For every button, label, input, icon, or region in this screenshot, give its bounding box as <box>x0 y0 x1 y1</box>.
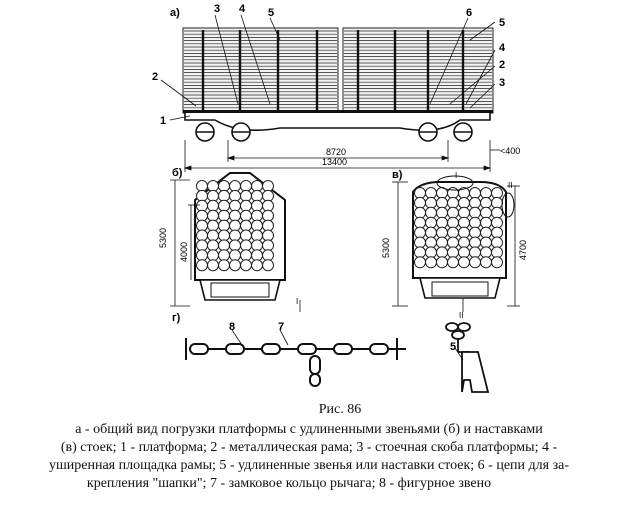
cross-section-b: б) 5300 4000 I <box>158 167 301 312</box>
callout-3-right: 3 <box>499 77 505 89</box>
roman-2-detail: II <box>459 311 463 320</box>
dim-overall: 13400 <box>322 157 347 167</box>
roman-1-b: I <box>296 297 298 306</box>
callout-leaders <box>160 14 496 121</box>
dim-load-b: 4000 <box>179 242 189 262</box>
caption-line-2: (в) стоек; 1 - платформа; 2 - металличес… <box>60 440 558 455</box>
callout-2-left: 2 <box>152 71 158 83</box>
dim-load-v: 4700 <box>518 240 528 260</box>
roman-2-v: II <box>508 181 512 190</box>
callout-5-left: 5 <box>268 7 274 19</box>
chain-view: г) 8 7 <box>172 312 406 387</box>
log-stack-left <box>182 27 339 114</box>
view-a-label: а) <box>170 7 180 19</box>
roman-1-v: I <box>455 171 457 180</box>
view-v-label: в) <box>392 169 403 181</box>
bogies <box>195 122 473 142</box>
callout-7: 7 <box>278 321 284 333</box>
view-g-label: г) <box>172 312 181 324</box>
side-view: а) <box>152 3 520 172</box>
log-pile-b <box>196 180 274 272</box>
callout-4-left: 4 <box>239 3 246 15</box>
caption-line-4: крепления "шапки"; 7 - замковое кольцо р… <box>86 476 492 491</box>
dimension-lines <box>183 140 500 172</box>
dim-height-v: 5300 <box>381 238 391 258</box>
callout-5-right: 5 <box>499 17 505 29</box>
cross-section-v: в) I II 5300 4700 <box>381 169 528 312</box>
dim-inner: 8720 <box>326 147 346 157</box>
view-b-label: б) <box>172 167 183 179</box>
dim-overhang: <400 <box>500 146 520 156</box>
stakes <box>201 30 465 110</box>
platform-frame <box>183 110 493 132</box>
log-pile-v <box>414 187 503 269</box>
callout-1: 1 <box>160 115 166 127</box>
callout-2-right: 2 <box>499 59 505 71</box>
callout-4-right: 4 <box>499 42 506 54</box>
callout-6: 6 <box>466 7 472 19</box>
log-stack-right <box>342 27 494 114</box>
extension-detail: II 5 <box>445 311 490 393</box>
caption-line-1: а - общий вид погрузки платформы с удлин… <box>75 422 543 437</box>
dim-height-b: 5300 <box>158 228 168 248</box>
caption-line-3: уширенная площадка рамы; 5 - удлиненные … <box>48 458 569 473</box>
callout-8: 8 <box>229 321 235 333</box>
figure-title: Рис. 86 <box>318 402 362 417</box>
callout-5-detail: 5 <box>450 341 456 353</box>
platform-loading-diagram: а) <box>152 3 528 393</box>
callout-3-left: 3 <box>214 3 220 15</box>
